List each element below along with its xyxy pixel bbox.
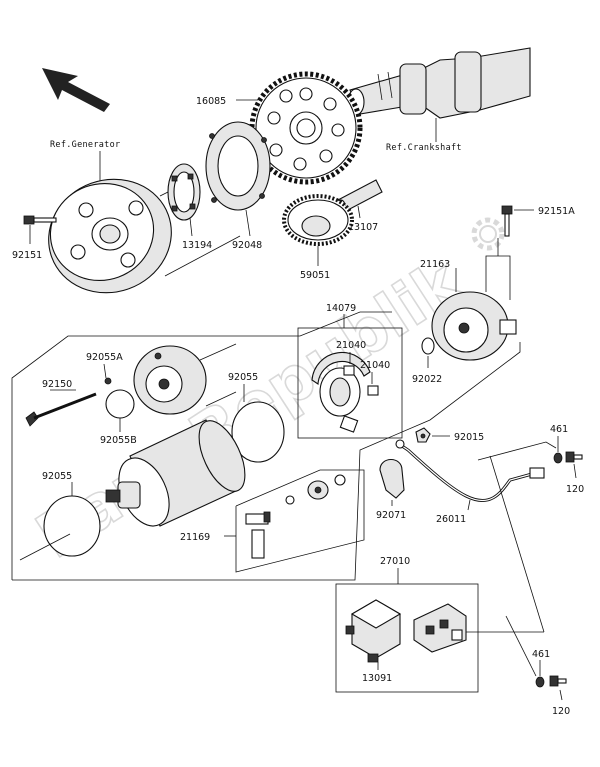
motor-yoke	[105, 419, 246, 527]
gear-16085	[249, 71, 363, 185]
part-92015-label: 92015	[454, 432, 484, 443]
assembly-frame	[11, 311, 392, 580]
part-16085-label: 16085	[196, 96, 226, 107]
o-ring-92055-mid	[231, 401, 285, 463]
o-ring-92055B	[105, 389, 135, 419]
front-cover	[133, 345, 207, 415]
ref-crankshaft-label: Ref.Crankshaft	[386, 143, 462, 153]
part-92048-label: 92048	[232, 240, 262, 251]
part-461-top-label: 461	[550, 424, 568, 435]
o-ring-92055-left	[43, 495, 101, 557]
one-way-clutch-13194	[167, 163, 201, 221]
screw-120-top	[565, 451, 583, 463]
relay-13091	[345, 599, 402, 663]
brush-holder-box	[297, 327, 403, 439]
front-arrow-icon	[42, 68, 110, 112]
ref-generator-label: Ref.Generator	[50, 140, 120, 150]
part-92150-label: 92150	[42, 379, 72, 390]
brush-plate-14079	[311, 351, 371, 433]
assembly-frame-right	[12, 342, 521, 581]
part-92071-label: 92071	[376, 510, 406, 521]
brush-21040-a	[343, 365, 355, 376]
long-bolt-92150	[25, 392, 97, 427]
terminal-box	[235, 469, 365, 573]
part-27010-label: 27010	[380, 556, 410, 567]
part-13091-label: 13091	[362, 673, 392, 684]
part-13107-label: 13107	[348, 222, 378, 233]
part-21163-label: 21163	[420, 259, 450, 270]
part-59051-label: 59051	[300, 270, 330, 281]
part-13194-label: 13194	[182, 240, 212, 251]
bolt-92151	[23, 215, 57, 225]
brush-21040-b	[367, 385, 379, 396]
watermark-gear-icon	[471, 217, 505, 251]
part-21169-label: 21169	[180, 532, 210, 543]
part-92055B-label: 92055B	[100, 435, 137, 446]
cap-92071	[379, 458, 405, 499]
washer-461-top	[553, 452, 563, 464]
lead-26011	[401, 444, 533, 503]
relay-box	[335, 583, 479, 693]
part-92151-left-label: 92151	[12, 250, 42, 261]
part-120-top-label: 120	[566, 484, 584, 495]
part-92055-left-label: 92055	[42, 471, 72, 482]
o-ring-92055A	[104, 377, 112, 385]
starter-clutch-92048	[205, 121, 271, 211]
part-92055-mid-label: 92055	[228, 372, 258, 383]
end-cover-21163	[431, 291, 517, 361]
washer-92022	[421, 337, 435, 355]
part-26011-label: 26011	[436, 514, 466, 525]
washer-461-bot	[535, 676, 545, 688]
part-120-bot-label: 120	[552, 706, 570, 717]
screw-120-bot	[549, 675, 567, 687]
relay-connector	[413, 603, 467, 653]
terminal-parts-21169	[245, 474, 346, 559]
part-14079-label: 14079	[326, 303, 356, 314]
idler-gear-59051	[282, 194, 354, 246]
crankshaft	[347, 47, 531, 119]
nut-92015	[415, 427, 431, 443]
part-92022-label: 92022	[412, 374, 442, 385]
part-461-bot-label: 461	[532, 649, 550, 660]
part-92055A-label: 92055A	[86, 352, 123, 363]
part-92151A-label: 92151A	[538, 206, 575, 217]
part-21040-a-label: 21040	[336, 340, 366, 351]
generator-rotor	[48, 178, 172, 294]
bolt-92151A	[501, 205, 513, 237]
part-21040-b-label: 21040	[360, 360, 390, 371]
